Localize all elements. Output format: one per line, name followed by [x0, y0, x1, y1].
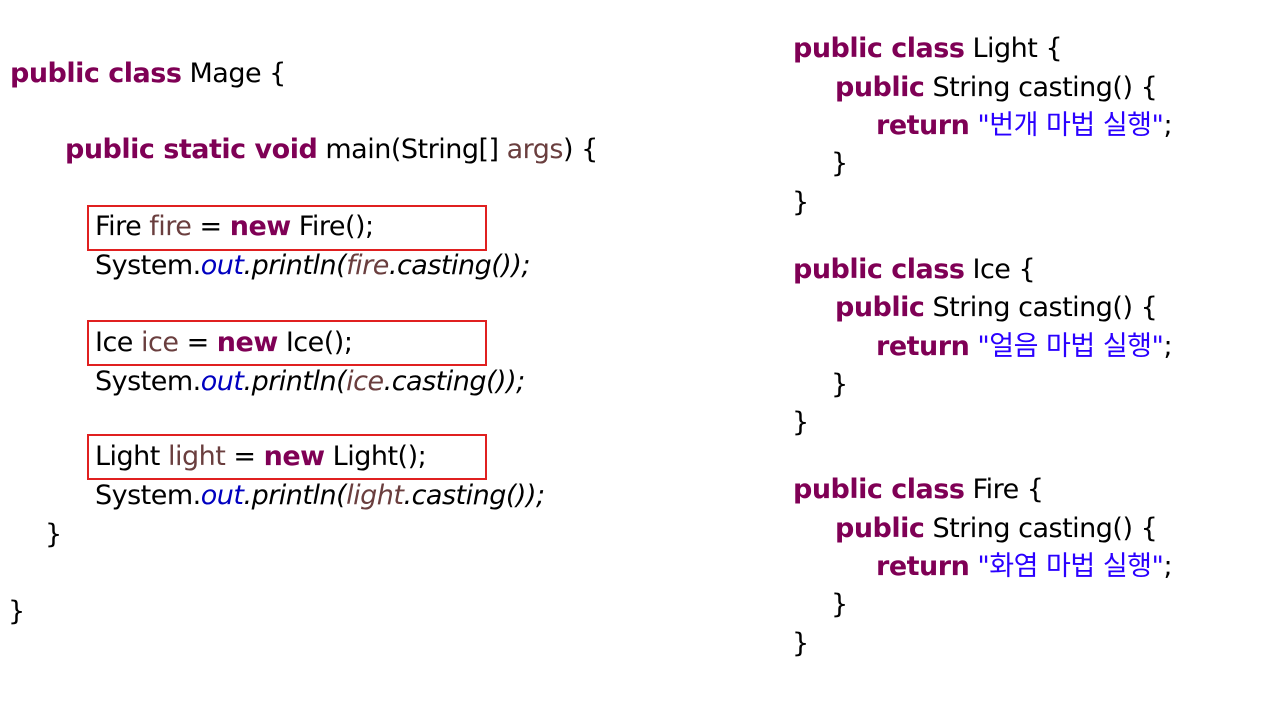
system-ref: System.	[95, 250, 201, 281]
ice-println: System.out.println(ice.casting());	[95, 364, 525, 400]
signature-close: ) {	[563, 134, 598, 165]
fire-method-close-brace: }	[831, 589, 848, 620]
println-call: .println(	[243, 250, 347, 281]
keyword: public	[835, 513, 925, 544]
keyword: return	[876, 331, 970, 362]
keyword: public	[835, 72, 925, 103]
assign-operator: =	[225, 441, 264, 472]
keyword: new	[263, 441, 325, 472]
class-name: Mage {	[181, 58, 287, 89]
variable-name: light	[167, 441, 226, 472]
light-method-close-brace: }	[831, 148, 848, 179]
system-ref: System.	[95, 480, 201, 511]
keyword: return	[876, 551, 970, 582]
keyword: public static void	[65, 134, 318, 165]
type-name: Light	[95, 441, 168, 472]
ice-method-close-brace: }	[831, 369, 848, 400]
light-casting-method: public String casting() {	[835, 70, 1158, 106]
casting-call: .casting());	[383, 366, 526, 397]
out-field: out	[200, 366, 244, 397]
parameter-name: args	[506, 134, 564, 165]
variable-name: fire	[346, 250, 389, 281]
light-println: System.out.println(light.casting());	[95, 478, 545, 514]
light-instantiation: Light light = new Light();	[95, 439, 427, 475]
main-close-brace: }	[45, 519, 62, 550]
string-literal: "화염 마법 실행"	[969, 551, 1164, 582]
highlight-box-light	[87, 434, 487, 480]
variable-name: ice	[141, 327, 179, 358]
light-class-close-brace: }	[792, 187, 809, 218]
assign-operator: =	[178, 327, 217, 358]
fire-class-declaration: public class Fire {	[793, 472, 1044, 508]
ice-class-close-brace: }	[792, 407, 809, 438]
method-signature-text: main(String[]	[317, 134, 507, 165]
highlight-box-fire	[87, 205, 487, 251]
type-name: Fire	[95, 211, 150, 242]
keyword: new	[229, 211, 291, 242]
semicolon: ;	[1163, 110, 1173, 141]
assign-operator: =	[191, 211, 230, 242]
ice-instantiation: Ice ice = new Ice();	[95, 325, 353, 361]
fire-casting-method: public String casting() {	[835, 511, 1158, 547]
constructor-call: Fire();	[290, 211, 374, 242]
string-literal: "번개 마법 실행"	[969, 110, 1164, 141]
light-class-declaration: public class Light {	[793, 31, 1063, 67]
class-name: Fire {	[964, 474, 1044, 505]
keyword: public class	[793, 474, 965, 505]
variable-name: fire	[149, 211, 192, 242]
fire-instantiation: Fire fire = new Fire();	[95, 209, 374, 245]
keyword: public class	[793, 33, 965, 64]
variable-name: ice	[346, 366, 384, 397]
semicolon: ;	[1163, 551, 1173, 582]
highlight-box-ice	[87, 320, 487, 366]
system-ref: System.	[95, 366, 201, 397]
ice-class-declaration: public class Ice {	[793, 252, 1036, 288]
out-field: out	[200, 250, 244, 281]
class-name: Light {	[964, 33, 1063, 64]
light-return-statement: return "번개 마법 실행";	[876, 108, 1173, 144]
variable-name: light	[346, 480, 404, 511]
println-call: .println(	[243, 480, 347, 511]
class-close-brace: }	[8, 596, 25, 627]
keyword: public class	[793, 254, 965, 285]
fire-class-close-brace: }	[792, 628, 809, 659]
constructor-call: Ice();	[277, 327, 353, 358]
out-field: out	[200, 480, 244, 511]
type-name: Ice	[95, 327, 142, 358]
string-literal: "얼음 마법 실행"	[969, 331, 1164, 362]
keyword: public	[835, 292, 925, 323]
casting-call: .casting());	[403, 480, 546, 511]
keyword: new	[216, 327, 278, 358]
casting-call: .casting());	[388, 250, 531, 281]
keyword: return	[876, 110, 970, 141]
fire-println: System.out.println(fire.casting());	[95, 248, 530, 284]
method-signature: String casting() {	[924, 292, 1158, 323]
mage-class-declaration: public class Mage {	[10, 56, 286, 92]
constructor-call: Light();	[324, 441, 427, 472]
keyword: public class	[10, 58, 182, 89]
method-signature: String casting() {	[924, 72, 1158, 103]
method-signature: String casting() {	[924, 513, 1158, 544]
semicolon: ;	[1163, 331, 1173, 362]
main-method-signature: public static void main(String[] args) {	[65, 132, 598, 168]
ice-return-statement: return "얼음 마법 실행";	[876, 329, 1173, 365]
println-call: .println(	[243, 366, 347, 397]
ice-casting-method: public String casting() {	[835, 290, 1158, 326]
fire-return-statement: return "화염 마법 실행";	[876, 549, 1173, 585]
class-name: Ice {	[964, 254, 1036, 285]
